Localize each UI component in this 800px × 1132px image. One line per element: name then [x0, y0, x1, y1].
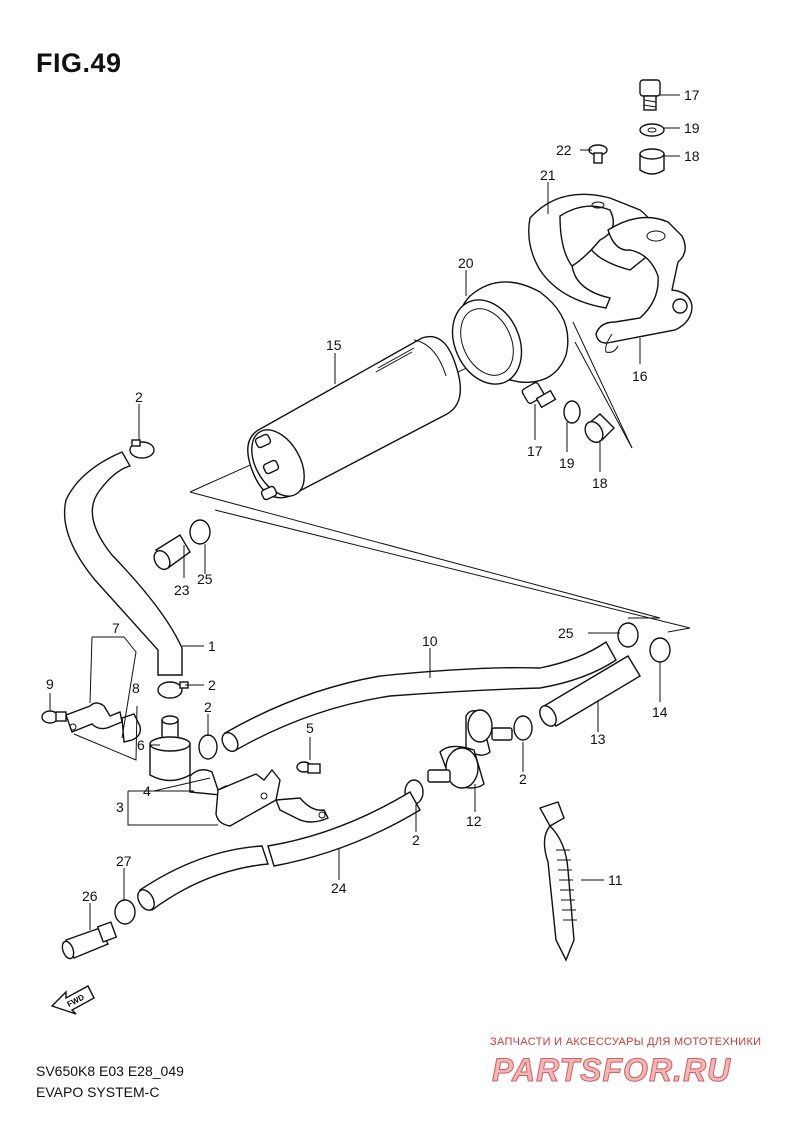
callout-6: 6 — [137, 737, 145, 753]
washer-part-19-top[interactable] — [639, 123, 665, 137]
clamp-part-2-a[interactable] — [129, 439, 155, 459]
hose-part-13[interactable] — [536, 655, 641, 729]
callout-25-a: 25 — [197, 571, 213, 587]
watermark-caption: ЗАПЧАСТИ И АКСЕССУАРЫ ДЛЯ МОТОТЕХНИКИ — [490, 1036, 762, 1048]
band-part-11[interactable] — [538, 801, 577, 962]
callouts: 17 19 18 22 21 20 15 16 17 19 18 2 23 25… — [46, 87, 700, 904]
bracket-part-4[interactable] — [189, 768, 329, 827]
callout-5: 5 — [306, 720, 314, 736]
callout-25-b: 25 — [558, 625, 574, 641]
callout-8: 8 — [132, 680, 140, 696]
figure-code: SV650K8 E03 E28_049 — [36, 1063, 184, 1079]
callout-13: 13 — [590, 731, 606, 747]
callout-2-c: 2 — [204, 699, 212, 715]
bracket-part-8[interactable] — [121, 713, 142, 743]
hose-part-1[interactable] — [63, 451, 183, 676]
callout-10: 10 — [422, 633, 438, 649]
callout-7: 7 — [112, 620, 120, 636]
callout-27: 27 — [116, 853, 132, 869]
callout-22: 22 — [556, 142, 572, 158]
clamp-part-2-c[interactable] — [198, 734, 218, 760]
callout-3: 3 — [116, 799, 124, 815]
cap-part-23[interactable] — [151, 534, 191, 572]
washer-part-19-lower[interactable] — [563, 400, 581, 424]
callout-11: 11 — [608, 872, 623, 888]
clamp-part-14[interactable] — [649, 637, 671, 663]
callout-2-b: 2 — [208, 677, 216, 693]
clamp-part-2-b[interactable] — [157, 681, 189, 699]
callout-19-top: 19 — [684, 120, 700, 136]
figure-title: FIG.49 — [36, 48, 122, 78]
bolt-part-17-top[interactable] — [639, 79, 661, 111]
leader-lines — [49, 94, 680, 930]
clamp-part-25-b[interactable] — [617, 622, 639, 648]
bolt-part-5[interactable] — [296, 761, 321, 774]
callout-26: 26 — [82, 888, 98, 904]
bolt-part-17-lower[interactable] — [521, 381, 557, 409]
joint-part-26[interactable] — [60, 921, 118, 960]
valve-part-12[interactable] — [427, 709, 513, 789]
callout-18-top: 18 — [684, 148, 700, 164]
callout-15: 15 — [326, 337, 342, 353]
callout-12: 12 — [466, 813, 482, 829]
callout-14: 14 — [652, 704, 668, 720]
callout-23: 23 — [174, 582, 190, 598]
callout-2-a: 2 — [135, 389, 143, 405]
forward-arrow-icon: FWD — [50, 985, 95, 1015]
callout-1: 1 — [208, 638, 216, 654]
hose-part-10[interactable] — [219, 640, 617, 754]
hose-part-24[interactable] — [134, 791, 421, 913]
callout-17-lower: 17 — [527, 443, 543, 459]
clamp-part-27[interactable] — [114, 899, 136, 925]
cushion-part-20[interactable] — [439, 281, 569, 395]
grommet-part-18-top[interactable] — [639, 148, 665, 175]
callout-16: 16 — [632, 368, 648, 384]
clamp-part-2-d[interactable] — [513, 715, 533, 741]
callout-2-d: 2 — [519, 771, 527, 787]
grommet-part-18-lower[interactable] — [582, 413, 615, 446]
callout-17-top: 17 — [684, 87, 700, 103]
clamp-part-25-a[interactable] — [189, 519, 211, 545]
callout-21: 21 — [540, 167, 556, 183]
callout-24: 24 — [331, 880, 347, 896]
canister-part-15[interactable] — [241, 335, 462, 506]
bracket-part-16[interactable] — [595, 216, 693, 353]
screw-part-22[interactable] — [588, 144, 608, 164]
callout-9: 9 — [46, 676, 54, 692]
callout-20: 20 — [458, 255, 474, 271]
bolt-part-9[interactable] — [41, 710, 67, 724]
callout-4: 4 — [143, 783, 151, 799]
callout-18-lower: 18 — [592, 475, 608, 491]
system-name: EVAPO SYSTEM-C — [36, 1084, 160, 1100]
callout-2-e: 2 — [412, 832, 420, 848]
watermark-logo: PARTSFOR.RU — [491, 1052, 732, 1089]
bracket-part-7[interactable] — [65, 702, 123, 733]
valve-part-6[interactable] — [149, 715, 191, 782]
callout-19-lower: 19 — [559, 455, 575, 471]
